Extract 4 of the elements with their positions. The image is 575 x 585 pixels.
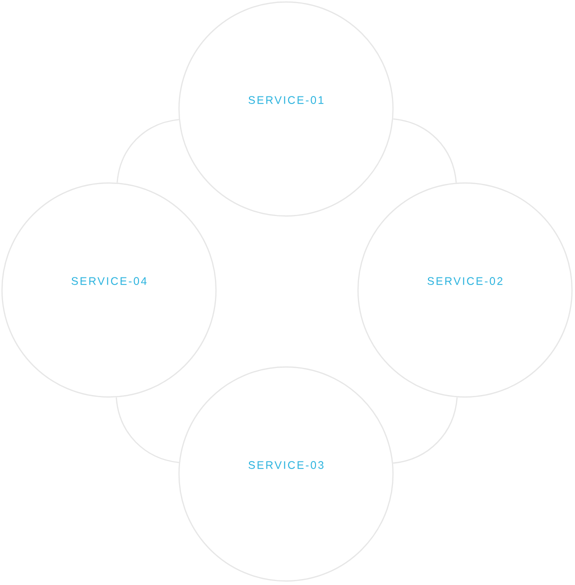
connector-arc (392, 397, 458, 464)
connector-arc (393, 118, 457, 183)
connector-arc (116, 397, 180, 464)
connector-arc (116, 118, 180, 183)
